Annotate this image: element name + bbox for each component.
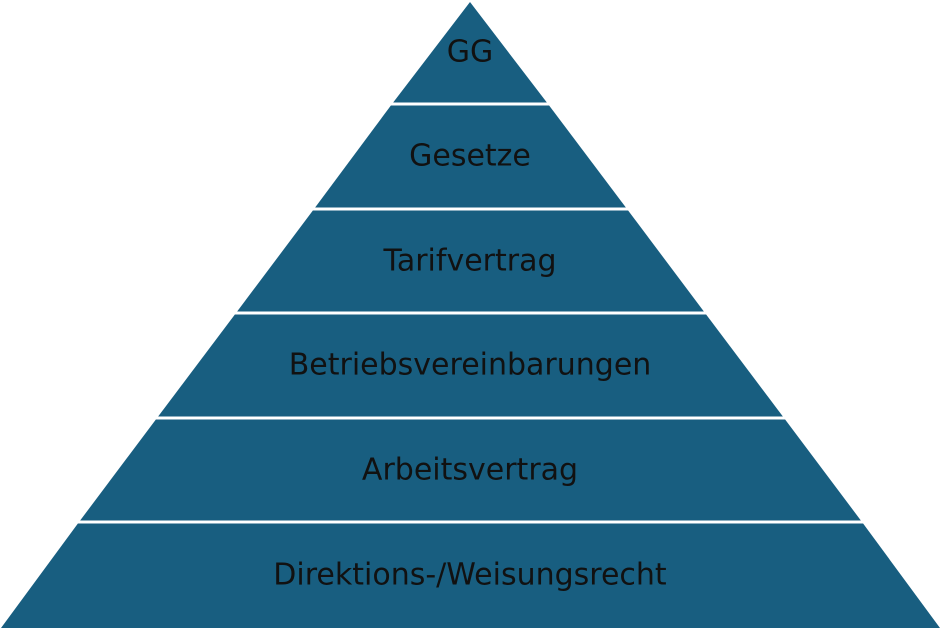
level-shape-gg bbox=[392, 2, 548, 104]
pyramid-level-tarifvertrag: Tarifvertrag bbox=[236, 209, 705, 313]
level-shape-tarifvertrag bbox=[236, 209, 705, 313]
pyramid-level-arbeitsvertrag: Arbeitsvertrag bbox=[79, 418, 862, 522]
level-shape-direktionsrecht bbox=[1, 522, 940, 628]
level-label-gg: GG bbox=[447, 35, 494, 70]
pyramid-level-gg: GG bbox=[392, 2, 548, 104]
level-label-tarifvertrag: Tarifvertrag bbox=[382, 244, 556, 279]
level-shape-arbeitsvertrag bbox=[79, 418, 862, 522]
pyramid-level-betriebsvereinbarungen: Betriebsvereinbarungen bbox=[157, 313, 784, 418]
level-shape-gesetze bbox=[314, 104, 627, 209]
level-label-arbeitsvertrag: Arbeitsvertrag bbox=[362, 453, 578, 488]
level-label-gesetze: Gesetze bbox=[409, 139, 531, 174]
level-label-betriebsvereinbarungen: Betriebsvereinbarungen bbox=[289, 348, 652, 383]
pyramid-level-direktionsrecht: Direktions-/Weisungsrecht bbox=[1, 522, 940, 628]
level-shape-betriebsvereinbarungen bbox=[157, 313, 784, 418]
pyramid-level-gesetze: Gesetze bbox=[314, 104, 627, 209]
level-label-direktionsrecht: Direktions-/Weisungsrecht bbox=[273, 558, 667, 593]
